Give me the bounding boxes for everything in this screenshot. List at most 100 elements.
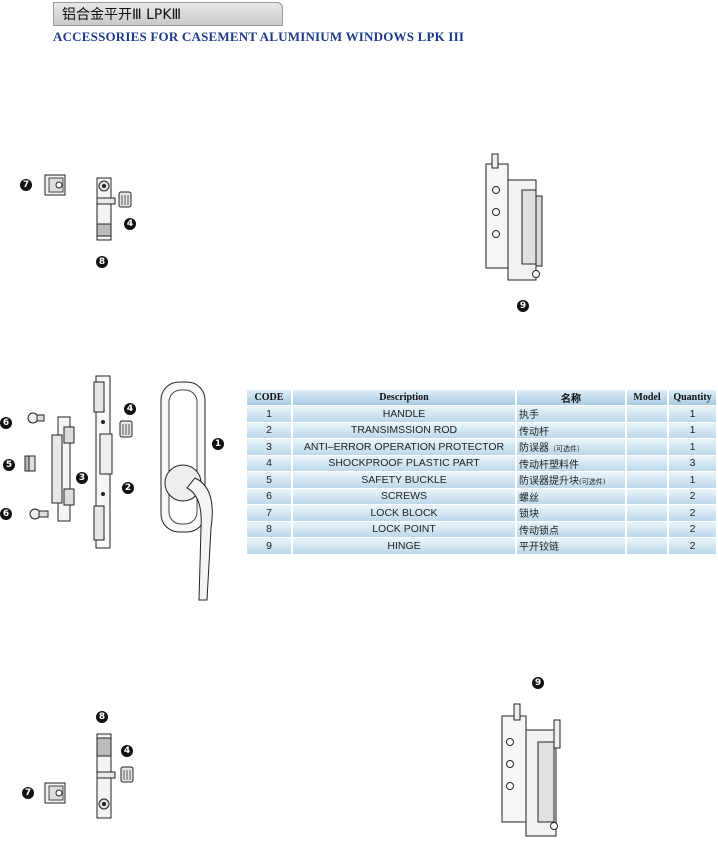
cell-model [627, 422, 667, 438]
cell-name-text: 平开铰链 [519, 542, 559, 554]
callout-lock-point: 8 [96, 711, 108, 723]
cell-description: SHOCKPROOF PLASTIC PART [293, 455, 515, 471]
cell-name: 传动杆 [517, 422, 625, 438]
callout-lock-block: 7 [22, 787, 34, 799]
cell-name-note: (可选件) [579, 478, 606, 487]
cell-name-text: 螺丝 [519, 492, 539, 504]
protector-icon [51, 416, 75, 522]
cell-description: SAFETY BUCKLE [293, 472, 515, 488]
header-description: Description [293, 390, 515, 405]
cell-model [627, 488, 667, 504]
cell-code: 6 [247, 488, 291, 504]
table-row: 8 LOCK POINT 传动锁点 2 [247, 521, 716, 537]
header-name: 名称 [517, 390, 625, 405]
cell-name: 平开铰链 [517, 538, 625, 554]
callout-safety-buckle: 5 [3, 459, 15, 471]
cell-model [627, 538, 667, 554]
cell-model [627, 455, 667, 471]
cell-model [627, 472, 667, 488]
header-quantity: Quantity [669, 390, 716, 405]
hinge-icon [501, 703, 561, 837]
cell-code: 4 [247, 455, 291, 471]
cell-quantity: 1 [669, 439, 716, 455]
header-code: CODE [247, 390, 291, 405]
cell-description: HINGE [293, 538, 515, 554]
lock-point-icon [96, 733, 116, 819]
cell-code: 9 [247, 538, 291, 554]
cell-description: LOCK POINT [293, 521, 515, 537]
callout-transmission-rod: 2 [122, 482, 134, 494]
page-subtitle: ACCESSORIES FOR CASEMENT ALUMINIUM WINDO… [53, 29, 465, 44]
table-row: 3 ANTI–ERROR OPERATION PROTECTOR 防误器（可选件… [247, 439, 716, 455]
accessories-table: CODE Description 名称 Model Quantity 1 HAN… [245, 389, 718, 555]
callout-protector: 3 [76, 472, 88, 484]
lock-point-icon [96, 177, 116, 241]
screw-icon [27, 412, 45, 424]
table-row: 1 HANDLE 执手 1 [247, 406, 716, 422]
cell-quantity: 2 [669, 488, 716, 504]
callout-plastic-part: 4 [124, 403, 136, 415]
cell-name: 锁块 [517, 505, 625, 521]
cell-name-text: 传动锁点 [519, 525, 559, 537]
callout-handle: 1 [212, 438, 224, 450]
cell-code: 7 [247, 505, 291, 521]
plastic-part-icon [119, 420, 133, 438]
cell-description: TRANSIMSSION ROD [293, 422, 515, 438]
cell-name: 执手 [517, 406, 625, 422]
cell-code: 5 [247, 472, 291, 488]
cell-name: 螺丝 [517, 488, 625, 504]
cell-name-text: 防误器 [519, 443, 549, 455]
cell-name-text: 防误器提升块 [519, 476, 579, 488]
cell-quantity: 2 [669, 521, 716, 537]
callout-plastic-part: 4 [121, 745, 133, 757]
cell-description: ANTI–ERROR OPERATION PROTECTOR [293, 439, 515, 455]
cell-quantity: 1 [669, 406, 716, 422]
cell-description: SCREWS [293, 488, 515, 504]
table-row: 9 HINGE 平开铰链 2 [247, 538, 716, 554]
cell-name-text: 传动杆塑料件 [519, 459, 579, 471]
page-title: 铝合金平开Ⅲ LPKⅢ [53, 2, 283, 26]
hinge-icon [485, 153, 543, 281]
cell-model [627, 505, 667, 521]
cell-model [627, 521, 667, 537]
cell-code: 1 [247, 406, 291, 422]
cell-name-text: 执手 [519, 410, 539, 422]
cell-name-note: （可选件） [549, 445, 584, 454]
header-model: Model [627, 390, 667, 405]
cell-model [627, 406, 667, 422]
cell-quantity: 1 [669, 422, 716, 438]
cell-name: 防误器（可选件） [517, 439, 625, 455]
cell-description: HANDLE [293, 406, 515, 422]
handle-icon [160, 381, 213, 601]
transmission-rod-icon [93, 375, 113, 549]
cell-model [627, 439, 667, 455]
cell-code: 2 [247, 422, 291, 438]
cell-name: 传动锁点 [517, 521, 625, 537]
table-header-row: CODE Description 名称 Model Quantity [247, 390, 716, 405]
cell-quantity: 2 [669, 538, 716, 554]
callout-screw: 6 [0, 417, 12, 429]
screw-icon [29, 508, 49, 520]
plastic-part-icon [118, 191, 132, 208]
table-row: 5 SAFETY BUCKLE 防误器提升块(可选件) 1 [247, 472, 716, 488]
cell-name-text: 锁块 [519, 509, 539, 521]
cell-code: 8 [247, 521, 291, 537]
cell-quantity: 1 [669, 472, 716, 488]
callout-plastic-part: 4 [124, 218, 136, 230]
callout-screw: 6 [0, 508, 12, 520]
table-row: 4 SHOCKPROOF PLASTIC PART 传动杆塑料件 3 [247, 455, 716, 471]
safety-buckle-icon [24, 455, 36, 472]
plastic-part-icon [120, 766, 134, 783]
cell-name: 防误器提升块(可选件) [517, 472, 625, 488]
cell-quantity: 2 [669, 505, 716, 521]
lock-block-icon [44, 782, 66, 804]
table-row: 2 TRANSIMSSION ROD 传动杆 1 [247, 422, 716, 438]
cell-code: 3 [247, 439, 291, 455]
callout-lock-block: 7 [20, 179, 32, 191]
cell-name: 传动杆塑料件 [517, 455, 625, 471]
callout-hinge: 9 [532, 677, 544, 689]
callout-hinge: 9 [517, 300, 529, 312]
table-row: 7 LOCK BLOCK 锁块 2 [247, 505, 716, 521]
cell-description: LOCK BLOCK [293, 505, 515, 521]
cell-quantity: 3 [669, 455, 716, 471]
